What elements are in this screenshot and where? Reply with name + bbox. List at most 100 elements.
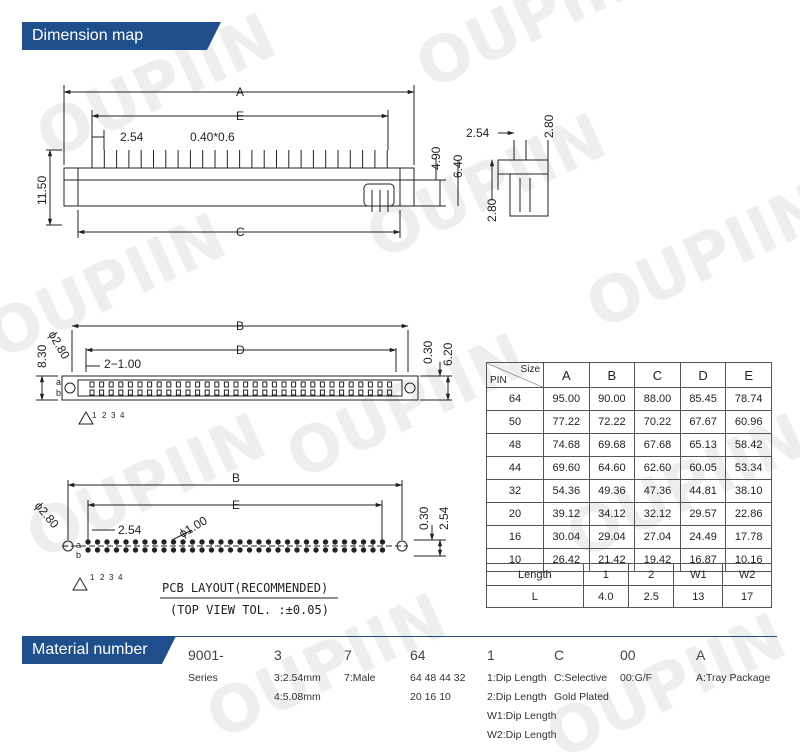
top-dim-b: B bbox=[236, 319, 244, 333]
side-dim-e: E bbox=[236, 109, 244, 123]
side-view-drawing bbox=[46, 85, 459, 238]
size-value-cell: 38.10 bbox=[725, 479, 772, 503]
pcb-hole bbox=[360, 547, 367, 553]
length-header-1: 1 bbox=[582, 563, 630, 586]
code-pitch: 3 bbox=[274, 647, 282, 663]
size-value-cell: 70.22 bbox=[634, 410, 681, 434]
pcb-hole bbox=[379, 547, 386, 553]
top-pin-slot bbox=[156, 381, 162, 388]
pcb-hole bbox=[227, 547, 234, 553]
top-dim-d: D bbox=[236, 343, 245, 357]
top-pin-slot bbox=[358, 389, 364, 396]
length-row-label: L bbox=[486, 585, 584, 608]
length-option-w2: W2:Dip Length bbox=[487, 729, 557, 741]
size-value-cell: 60.96 bbox=[725, 410, 772, 434]
length-table-row: L 4.0 2.5 13 17 bbox=[486, 585, 772, 608]
column-header-c: C bbox=[634, 362, 681, 388]
pcb-layout-drawing bbox=[62, 480, 446, 599]
side-dim-a: A bbox=[236, 85, 244, 99]
size-value-cell: 54.36 bbox=[543, 479, 590, 503]
top-pin-slot bbox=[377, 389, 383, 396]
size-value-cell: 58.42 bbox=[725, 433, 772, 457]
pin-count-cell: 20 bbox=[486, 502, 544, 526]
size-table-header: PIN Size A B C D E bbox=[486, 362, 772, 388]
top-pin-slot bbox=[329, 389, 335, 396]
pcb-hole bbox=[189, 539, 196, 545]
top-pin-slot bbox=[185, 389, 191, 396]
top-pin-slot bbox=[319, 389, 325, 396]
pcb-hole bbox=[123, 547, 129, 553]
pcb-pin-2: 2 bbox=[100, 573, 105, 582]
top-pin-slot bbox=[185, 381, 191, 388]
length-value-2: 2.5 bbox=[628, 585, 675, 608]
pcb-hole bbox=[142, 547, 148, 553]
code-length: 1 bbox=[487, 647, 495, 663]
top-pin-slot bbox=[175, 381, 181, 388]
side-dim-pin: 0.40*0.6 bbox=[190, 130, 235, 144]
code-package: A bbox=[696, 647, 706, 663]
end-dim-width: 2.54 bbox=[466, 126, 490, 140]
pcb-hole bbox=[246, 547, 253, 553]
size-value-cell: 69.68 bbox=[588, 433, 636, 457]
length-option-2: 2:Dip Length bbox=[487, 691, 547, 703]
pcb-layout-holes bbox=[85, 539, 386, 553]
size-value-cell: 53.34 bbox=[725, 456, 772, 480]
pcb-hole bbox=[161, 547, 167, 553]
pcb-hole bbox=[332, 547, 338, 553]
side-dim-h1: 4.90 bbox=[429, 146, 443, 170]
svg-text:OUPIIN: OUPIIN bbox=[405, 0, 667, 105]
pcb-dim-drill: ϕ1.00 bbox=[177, 513, 210, 540]
top-pin-slot bbox=[137, 381, 143, 388]
pcb-hole bbox=[294, 539, 300, 545]
pcb-hole bbox=[218, 539, 224, 545]
pcb-hole bbox=[94, 539, 101, 545]
top-pin-slot bbox=[319, 381, 325, 388]
pcb-layout-caption: PCB LAYOUT(RECOMMENDED) bbox=[162, 581, 328, 595]
top-pin-slot bbox=[339, 381, 345, 388]
top-pin-slot bbox=[108, 381, 114, 388]
pcb-hole bbox=[265, 539, 272, 545]
pcb-hole bbox=[189, 547, 196, 553]
size-value-cell: 32.12 bbox=[634, 502, 681, 526]
pitch-option-2: 4:5.08mm bbox=[274, 691, 321, 703]
size-value-cell: 64.60 bbox=[588, 456, 636, 480]
top-pin-slot bbox=[358, 381, 364, 388]
side-dim-h2: 6.40 bbox=[451, 154, 465, 178]
size-value-cell: 88.00 bbox=[634, 387, 681, 411]
size-value-cell: 74.68 bbox=[543, 433, 590, 457]
pcb-hole bbox=[180, 547, 186, 553]
side-dim-c: C bbox=[236, 225, 245, 239]
package-option: A:Tray Package bbox=[696, 672, 771, 684]
top-pin-slot bbox=[243, 389, 249, 396]
dimension-map-header: Dimension map bbox=[22, 22, 221, 50]
size-value-cell: 29.57 bbox=[679, 502, 727, 526]
top-pin-4: 4 bbox=[120, 411, 125, 420]
size-value-cell: 90.00 bbox=[588, 387, 636, 411]
code-plating: C bbox=[554, 647, 565, 663]
size-value-cell: 77.22 bbox=[543, 410, 590, 434]
size-value-cell: 60.05 bbox=[679, 456, 727, 480]
pcb-pin-1: 1 bbox=[90, 573, 95, 582]
pcb-hole bbox=[284, 539, 291, 545]
column-header-b: B bbox=[588, 362, 636, 388]
size-value-cell: 47.36 bbox=[634, 479, 681, 503]
top-pin-slot bbox=[204, 389, 210, 396]
size-value-cell: 65.13 bbox=[679, 433, 727, 457]
pcb-hole bbox=[294, 547, 300, 553]
pcb-pin-4: 4 bbox=[118, 573, 123, 582]
length-option-1: 1:Dip Length bbox=[487, 672, 547, 684]
top-dim-t2: 6.20 bbox=[441, 342, 455, 366]
column-header-a: A bbox=[543, 362, 590, 388]
pcb-dim-pitch: 2.54 bbox=[118, 523, 142, 537]
pins-options-1: 64 48 44 32 bbox=[410, 672, 466, 684]
top-pin-slot bbox=[348, 381, 354, 388]
top-pin-slot bbox=[223, 389, 229, 396]
pcb-hole bbox=[341, 539, 348, 545]
size-value-cell: 67.67 bbox=[679, 410, 727, 434]
pcb-dim-t1: 0.30 bbox=[417, 506, 431, 530]
svg-text:OUPIIN: OUPIIN bbox=[575, 170, 800, 345]
length-table: Length 1 2 W1 W2 L 4.0 2.5 13 17 bbox=[486, 563, 772, 608]
code-series: 9001- bbox=[188, 647, 224, 663]
top-pin-slot bbox=[99, 389, 105, 396]
